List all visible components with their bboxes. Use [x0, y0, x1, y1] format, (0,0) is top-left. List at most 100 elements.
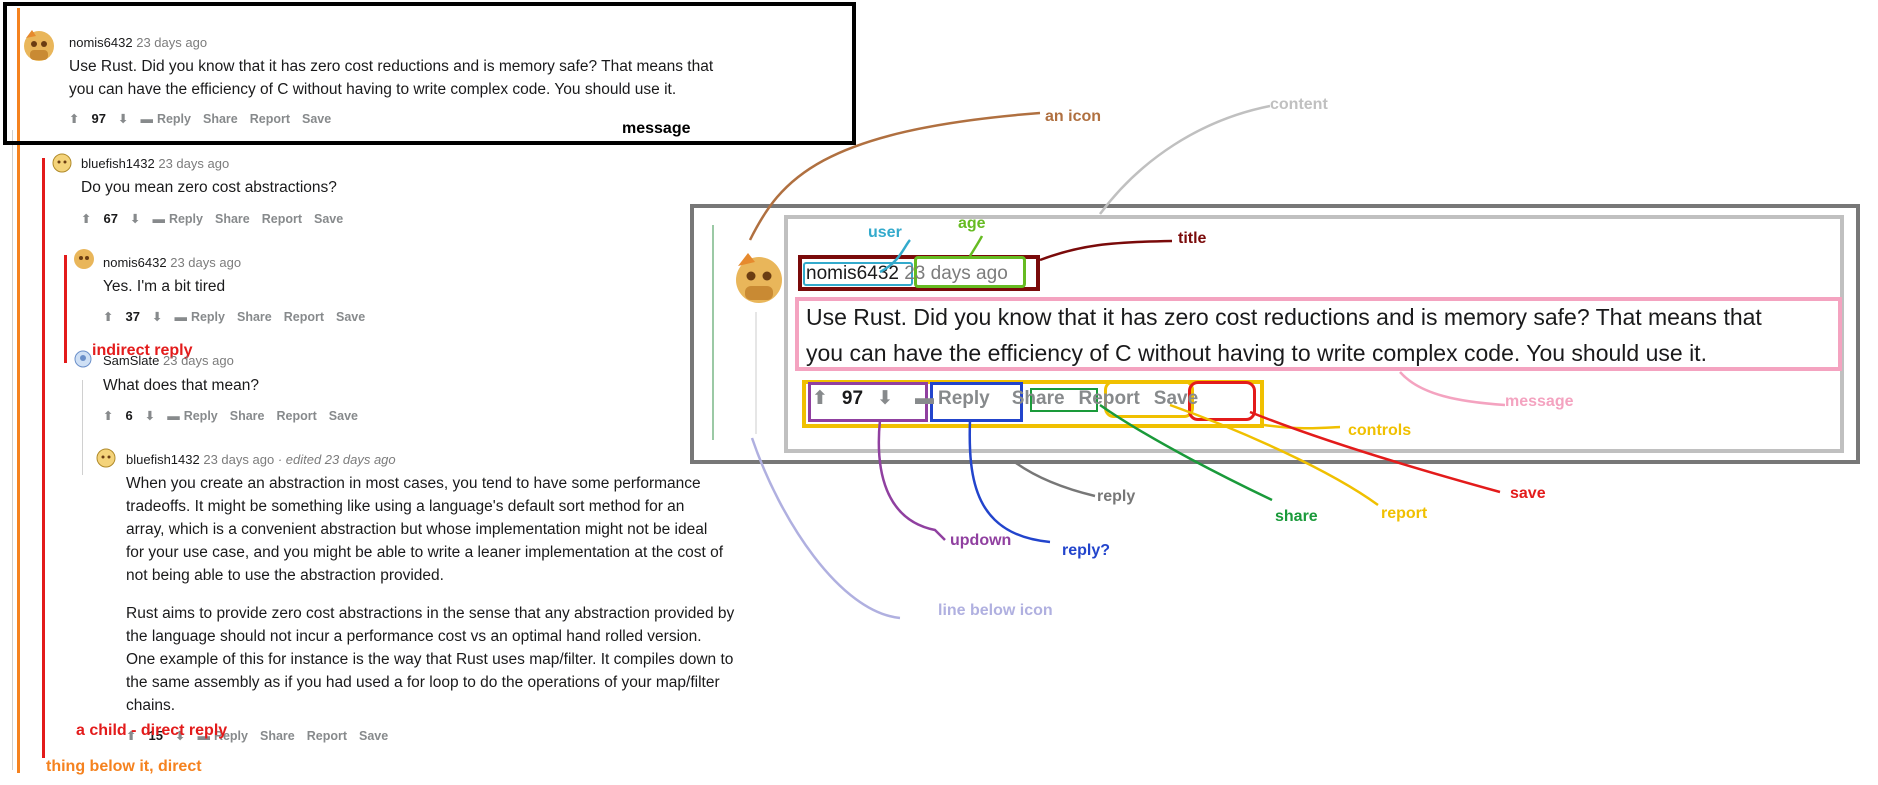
message-box-highlight	[3, 2, 856, 145]
comment-age: 23 days ago	[203, 452, 275, 467]
comment-controls: ⬆ 37 ⬇ ▬Reply Share Report Save	[103, 309, 365, 324]
comment-age: 23 days ago	[163, 353, 234, 368]
annotation-user: user	[868, 224, 902, 241]
save-button[interactable]: Save	[302, 111, 332, 126]
share-button[interactable]: Share	[202, 111, 238, 126]
avatar-icon	[52, 153, 72, 173]
annotation-line-below-icon: line below icon	[938, 602, 1053, 619]
comment-body: Use Rust. Did you know that it has zero …	[69, 58, 714, 98]
username[interactable]: SamSlate	[103, 353, 160, 368]
zoom-downvote-icon[interactable]: ⬇	[877, 388, 893, 409]
downvote-icon[interactable]: ⬇	[117, 112, 129, 126]
zoom-avatar[interactable]	[733, 250, 785, 310]
zoom-content-box	[784, 215, 1844, 453]
zoom-save-button[interactable]: Save	[1153, 387, 1199, 409]
comment-icon: ▬	[174, 309, 187, 324]
comment-icon: ▬	[914, 387, 934, 409]
comment-body: What does that mean?	[103, 377, 259, 394]
zoom-share-button[interactable]: Share	[1011, 387, 1065, 409]
zoom-save-outline	[1188, 381, 1256, 421]
zoom-reply-button[interactable]: ▬Reply	[914, 387, 990, 409]
username[interactable]: nomis6432	[103, 255, 167, 270]
avatar[interactable]	[52, 153, 72, 173]
username[interactable]: nomis6432	[69, 35, 133, 50]
annotation-age: age	[958, 215, 986, 232]
avatar-icon	[74, 350, 92, 368]
annotation-content: content	[1270, 96, 1328, 113]
upvote-icon[interactable]: ⬆	[81, 212, 92, 226]
reply-button[interactable]: ▬Reply	[152, 211, 203, 226]
avatar-icon	[24, 30, 54, 61]
zoom-username[interactable]: nomis6432	[806, 263, 899, 284]
vote-score: 6	[125, 408, 133, 423]
zoom-reply-outline	[930, 382, 1023, 422]
zoom-controls: ⬆ 97 ⬇ ▬Reply Share Report Save	[812, 387, 1198, 410]
vote-score: 37	[125, 309, 140, 324]
report-button[interactable]: Report	[306, 728, 348, 743]
thread-line-grey-2	[82, 380, 83, 475]
comment-controls: ⬆ 97 ⬇ ▬Reply Share Report Save	[69, 111, 331, 126]
avatar[interactable]	[96, 448, 116, 468]
thread-line-orange	[17, 8, 20, 773]
comment-age: 23 days ago	[170, 255, 242, 270]
comment-icon: ▬	[152, 211, 165, 226]
zoom-share-outline	[1030, 388, 1098, 412]
username[interactable]: bluefish1432	[81, 156, 155, 171]
reply-button[interactable]: ▬Reply	[167, 408, 218, 423]
save-button[interactable]: Save	[336, 309, 366, 324]
avatar-icon	[736, 253, 782, 303]
upvote-icon[interactable]: ⬆	[126, 729, 137, 743]
upvote-icon[interactable]: ⬆	[103, 409, 114, 423]
avatar[interactable]	[74, 350, 92, 368]
zoom-controls-box	[802, 380, 1264, 428]
comment-title: nomis6432 23 days ago	[103, 255, 241, 270]
thread-line-grey-1	[12, 130, 13, 770]
upvote-icon[interactable]: ⬆	[69, 112, 80, 126]
zoom-outer-box	[690, 204, 1860, 464]
save-button[interactable]: Save	[314, 211, 344, 226]
share-button[interactable]: Share	[236, 309, 272, 324]
share-button[interactable]: Share	[229, 408, 265, 423]
avatar[interactable]	[73, 247, 95, 271]
zoom-age: 23 days ago	[904, 263, 1008, 284]
report-button[interactable]: Report	[276, 408, 317, 423]
comment-edited: · edited 23 days ago	[277, 452, 396, 467]
comment-body: When you create an abstraction in most c…	[126, 475, 735, 714]
username[interactable]: bluefish1432	[126, 452, 200, 467]
downvote-icon[interactable]: ⬇	[129, 212, 141, 226]
annotation-share: share	[1275, 508, 1318, 525]
save-button[interactable]: Save	[328, 408, 358, 423]
report-button[interactable]: Report	[283, 309, 325, 324]
reply-button[interactable]: ▬Reply	[197, 728, 248, 743]
thread-line-red-2	[64, 255, 67, 363]
comment-icon: ▬	[167, 408, 180, 423]
share-button[interactable]: Share	[214, 211, 250, 226]
zoom-vote-score: 97	[841, 387, 864, 409]
share-button[interactable]: Share	[259, 728, 295, 743]
zoom-thread-line	[712, 225, 714, 440]
comment-age: 23 days ago	[136, 35, 208, 50]
zoom-user-outline	[803, 262, 913, 286]
save-button[interactable]: Save	[359, 728, 389, 743]
zoom-updown-outline	[808, 382, 928, 422]
zoom-report-button[interactable]: Report	[1078, 387, 1140, 409]
reply-button[interactable]: ▬Reply	[174, 309, 225, 324]
annotation-child-direct-reply: a child - direct reply	[76, 722, 228, 739]
zoom-title: nomis6432 23 days ago	[806, 263, 1008, 285]
downvote-icon[interactable]: ⬇	[144, 409, 156, 423]
zoom-message-box	[795, 297, 1842, 371]
comment-body: Do you mean zero cost abstractions?	[81, 179, 337, 196]
downvote-icon[interactable]: ⬇	[151, 310, 163, 324]
upvote-icon[interactable]: ⬆	[103, 310, 114, 324]
vote-score: 67	[103, 211, 118, 226]
report-button[interactable]: Report	[261, 211, 303, 226]
reply-button[interactable]: ▬Reply	[140, 111, 191, 126]
annotation-message: message	[1505, 393, 1574, 410]
downvote-icon[interactable]: ⬇	[174, 729, 186, 743]
avatar[interactable]	[22, 28, 56, 66]
zoom-message: Use Rust. Did you know that it has zero …	[806, 304, 1762, 366]
zoom-upvote-icon[interactable]: ⬆	[812, 388, 828, 409]
vote-score: 97	[91, 111, 106, 126]
report-button[interactable]: Report	[249, 111, 291, 126]
